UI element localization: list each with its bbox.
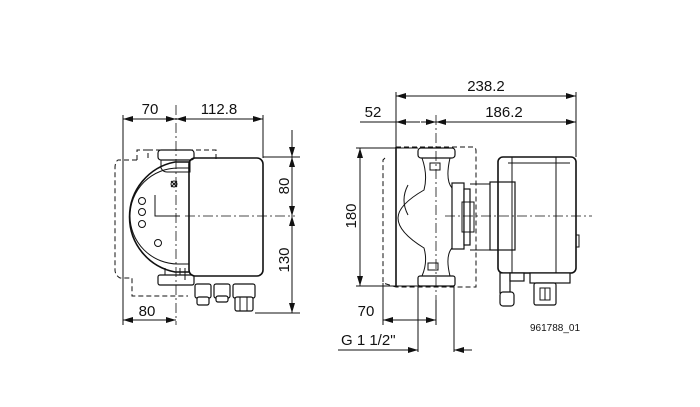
cable-glands (194, 283, 256, 312)
dim-side-70: 70 (358, 303, 375, 320)
dim-side-238-2: 238.2 (467, 78, 505, 95)
dim-front-130: 130 (276, 247, 293, 272)
dim-side-thread: G 1 1/2" (341, 332, 396, 349)
led-indicator-2 (138, 208, 146, 216)
front-view: 70 112.8 80 80 130 (114, 101, 300, 325)
drawing-reference-id: 961788_01 (530, 323, 580, 334)
housing-outline-dashed (114, 149, 217, 297)
control-panel (138, 180, 180, 247)
side-view: 238.2 52 186.2 180 70 G 1 1/2" (338, 78, 592, 353)
dim-side-180: 180 (343, 203, 360, 228)
dim-front-80-right: 80 (276, 178, 293, 195)
dim-front-70: 70 (142, 101, 159, 118)
led-indicator-1 (138, 197, 146, 205)
dim-side-186-2: 186.2 (485, 104, 523, 121)
dim-side-52: 52 (365, 104, 382, 121)
led-indicator-3 (138, 220, 146, 228)
control-button (154, 239, 162, 247)
dim-front-80-bottom: 80 (139, 303, 156, 320)
dim-front-112-8: 112.8 (201, 101, 237, 118)
